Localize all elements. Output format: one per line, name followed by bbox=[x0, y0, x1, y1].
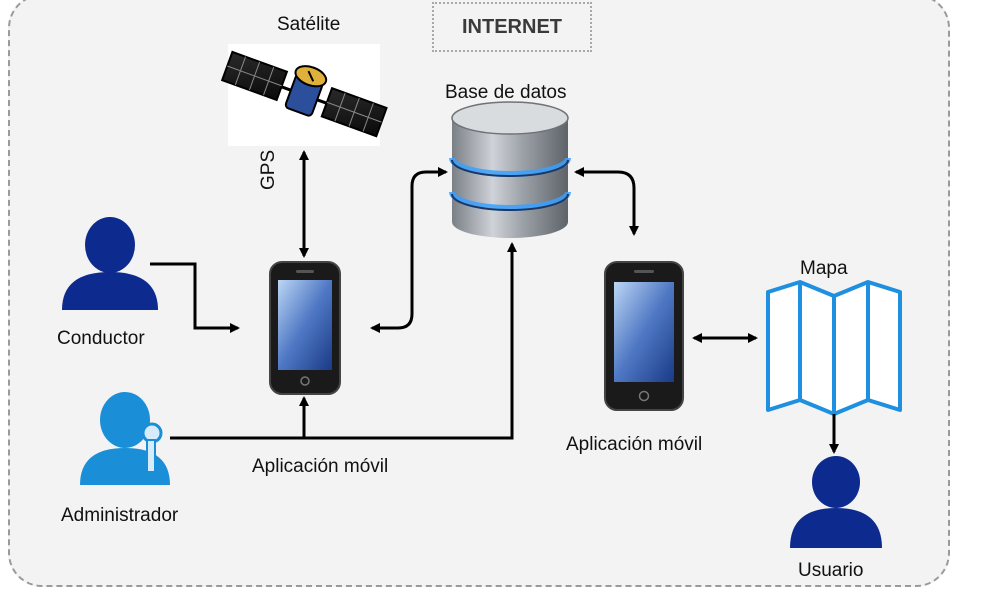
database-icon bbox=[449, 101, 571, 238]
satellite-icon bbox=[220, 44, 388, 146]
database-label: Base de datos bbox=[445, 82, 567, 103]
gps-label: GPS bbox=[258, 149, 279, 190]
driver-label: Conductor bbox=[57, 328, 145, 349]
person-icon bbox=[62, 217, 158, 310]
admin-label: Administrador bbox=[61, 505, 179, 526]
admin-key-icon bbox=[80, 392, 170, 485]
internet-title: INTERNET bbox=[432, 2, 592, 52]
connector-arrows bbox=[150, 150, 839, 454]
app-right-label: Aplicación móvil bbox=[566, 434, 703, 455]
map-icon bbox=[766, 280, 902, 416]
satellite-label: Satélite bbox=[277, 14, 341, 35]
user-label: Usuario bbox=[798, 560, 864, 581]
person-icon bbox=[790, 456, 882, 548]
app-left-label: Aplicación móvil bbox=[252, 456, 389, 477]
phone-icon bbox=[604, 261, 684, 411]
phone-icon bbox=[269, 261, 341, 395]
map-label: Mapa bbox=[800, 258, 848, 279]
